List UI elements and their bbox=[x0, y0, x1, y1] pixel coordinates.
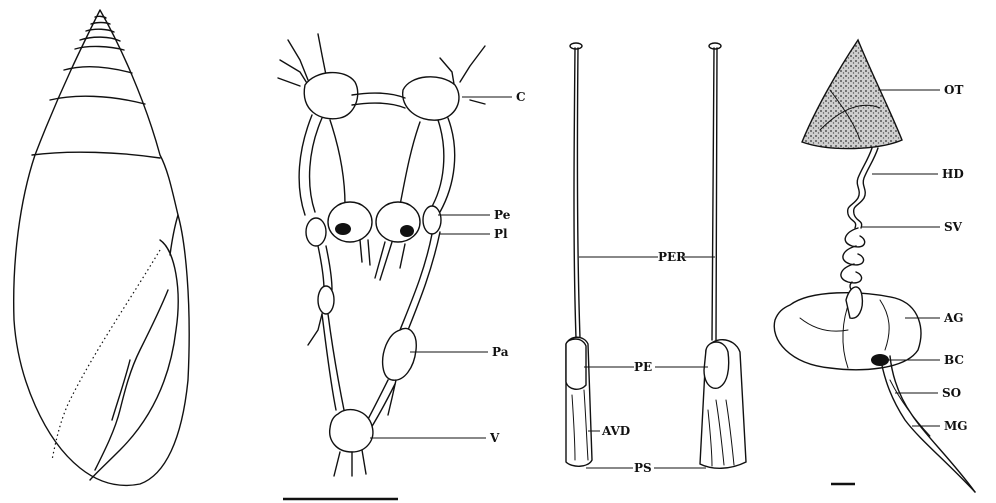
penis-labels: PER PE AVD PS bbox=[579, 250, 715, 475]
label-Pa: Pa bbox=[492, 345, 509, 359]
label-OT: OT bbox=[944, 83, 963, 97]
label-BC: BC bbox=[944, 353, 964, 367]
label-V: V bbox=[489, 431, 500, 445]
shell-drawing bbox=[14, 10, 189, 485]
label-HD: HD bbox=[942, 167, 964, 181]
label-C: C bbox=[516, 90, 526, 104]
nervous-system-drawing bbox=[278, 34, 485, 499]
label-SO: SO bbox=[942, 386, 961, 400]
label-AG: AG bbox=[943, 311, 964, 325]
label-SV: SV bbox=[944, 220, 963, 234]
label-AVD: AVD bbox=[601, 424, 630, 438]
label-MG: MG bbox=[944, 419, 968, 433]
label-PER: PER bbox=[658, 250, 687, 264]
label-PS: PS bbox=[634, 461, 652, 475]
label-Pe: Pe bbox=[494, 208, 511, 222]
label-PE: PE bbox=[634, 360, 652, 374]
label-Pl: Pl bbox=[494, 227, 508, 241]
penis-drawing bbox=[566, 43, 746, 468]
